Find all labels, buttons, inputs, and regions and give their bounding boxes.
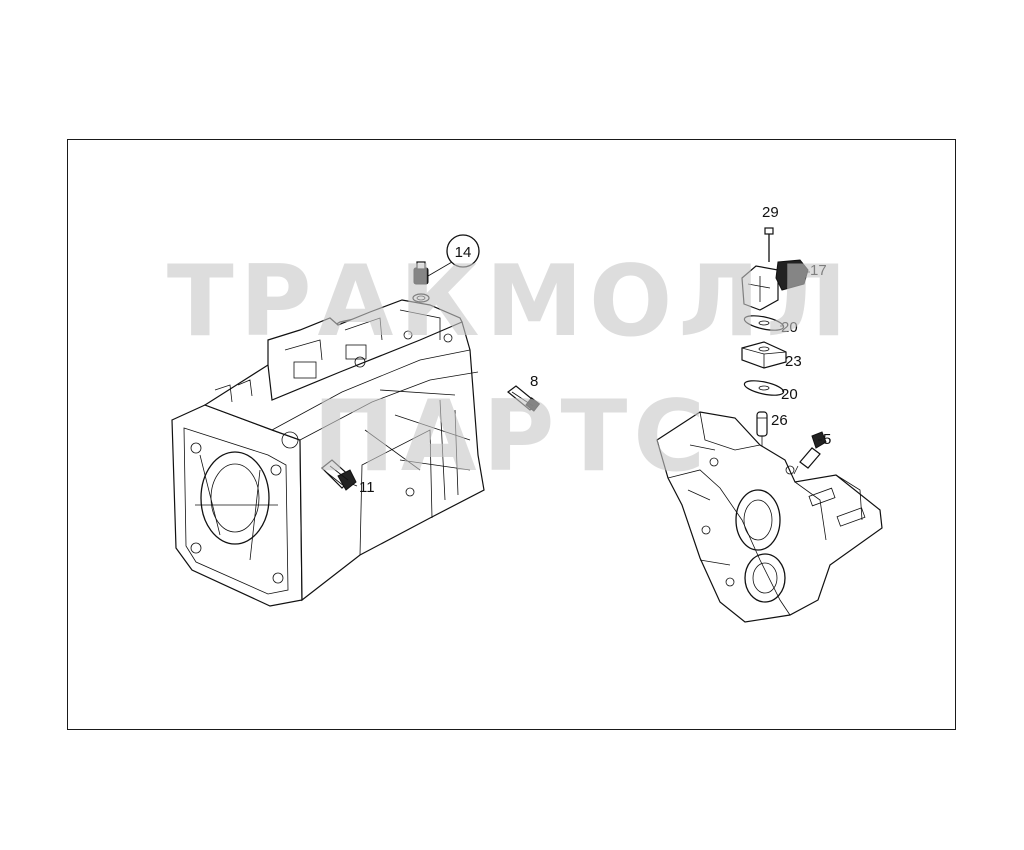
watermark-line2: ПАРТС <box>313 380 711 494</box>
callout-20-upper: 20 <box>781 319 798 336</box>
gearbox-housing-left <box>171 299 485 607</box>
callout-11: 11 <box>359 479 375 496</box>
part-5-sensor: 5 <box>793 431 831 475</box>
part-17-valve: 17 <box>741 259 827 311</box>
callout-20-lower: 20 <box>781 386 798 403</box>
callout-14-label: 14 <box>455 244 472 261</box>
part-14-sensor <box>412 261 453 303</box>
part-11-sensor: 11 <box>321 459 375 496</box>
callout-14: 14 <box>446 234 480 268</box>
part-23-spacer: 23 <box>741 341 802 370</box>
part-8-sensor: 8 <box>507 373 541 412</box>
gearbox-housing-right <box>656 411 883 623</box>
watermark-line1: ТРАКМОЛЛ <box>167 245 853 359</box>
callout-23: 23 <box>785 353 802 370</box>
watermark: ТРАКМОЛЛ ПАРТС <box>167 245 853 494</box>
part-20-gasket-lower: 20 <box>743 380 798 403</box>
part-29-bolt: 29 <box>762 204 779 262</box>
callout-17: 17 <box>810 262 827 279</box>
callout-26: 26 <box>771 412 788 429</box>
part-20-gasket-upper: 20 <box>743 315 798 336</box>
callout-5: 5 <box>823 431 831 448</box>
part-26-pin: 26 <box>756 411 788 446</box>
callout-29: 29 <box>762 204 779 221</box>
callout-8: 8 <box>530 373 538 390</box>
